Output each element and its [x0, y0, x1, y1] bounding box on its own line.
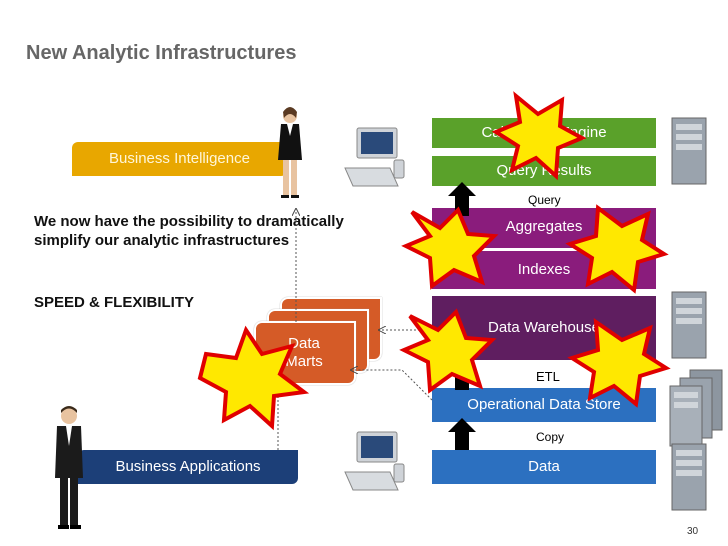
speed-flexibility-text: SPEED & FLEXIBILITY — [34, 294, 195, 311]
businessman-figure — [55, 406, 83, 529]
explosion-star-aggregates-left — [401, 206, 499, 290]
computer-icon-bottom — [344, 431, 405, 491]
statement-text: We now have the possibility to dramatica… — [34, 213, 344, 249]
data-bar: Data — [432, 450, 656, 484]
businesswoman-figure — [278, 107, 302, 198]
operational-data-store-bar: Operational Data Store — [432, 388, 656, 422]
explosion-stars — [197, 91, 671, 431]
server-icon-stack — [669, 369, 723, 447]
server-icon-bottom — [671, 443, 707, 511]
data-marts-label: Data Marts — [285, 335, 323, 370]
explosion-star-data-warehouse-right — [567, 317, 671, 408]
explosion-star-calc-engine — [491, 91, 587, 181]
up-arrow-copy — [448, 418, 476, 450]
server-icon-middle — [671, 291, 707, 359]
page-title: New Analytic Infrastructures — [26, 42, 297, 64]
explosion-star-data-marts — [197, 325, 310, 431]
copy-label: Copy — [536, 430, 565, 444]
explosion-star-data-warehouse-left — [399, 308, 497, 394]
computer-icon-top — [344, 127, 405, 187]
business-applications-tab: Business Applications — [78, 450, 298, 484]
explosion-star-aggregates-right — [565, 204, 669, 294]
query-label: Query — [528, 193, 561, 207]
server-icon-top — [671, 117, 707, 185]
etl-label: ETL — [536, 369, 560, 384]
page-number: 30 — [687, 526, 699, 537]
connector-ods-to-marts — [352, 370, 433, 401]
up-arrow-query — [448, 182, 476, 216]
business-intelligence-tab: Business Intelligence — [72, 142, 287, 176]
